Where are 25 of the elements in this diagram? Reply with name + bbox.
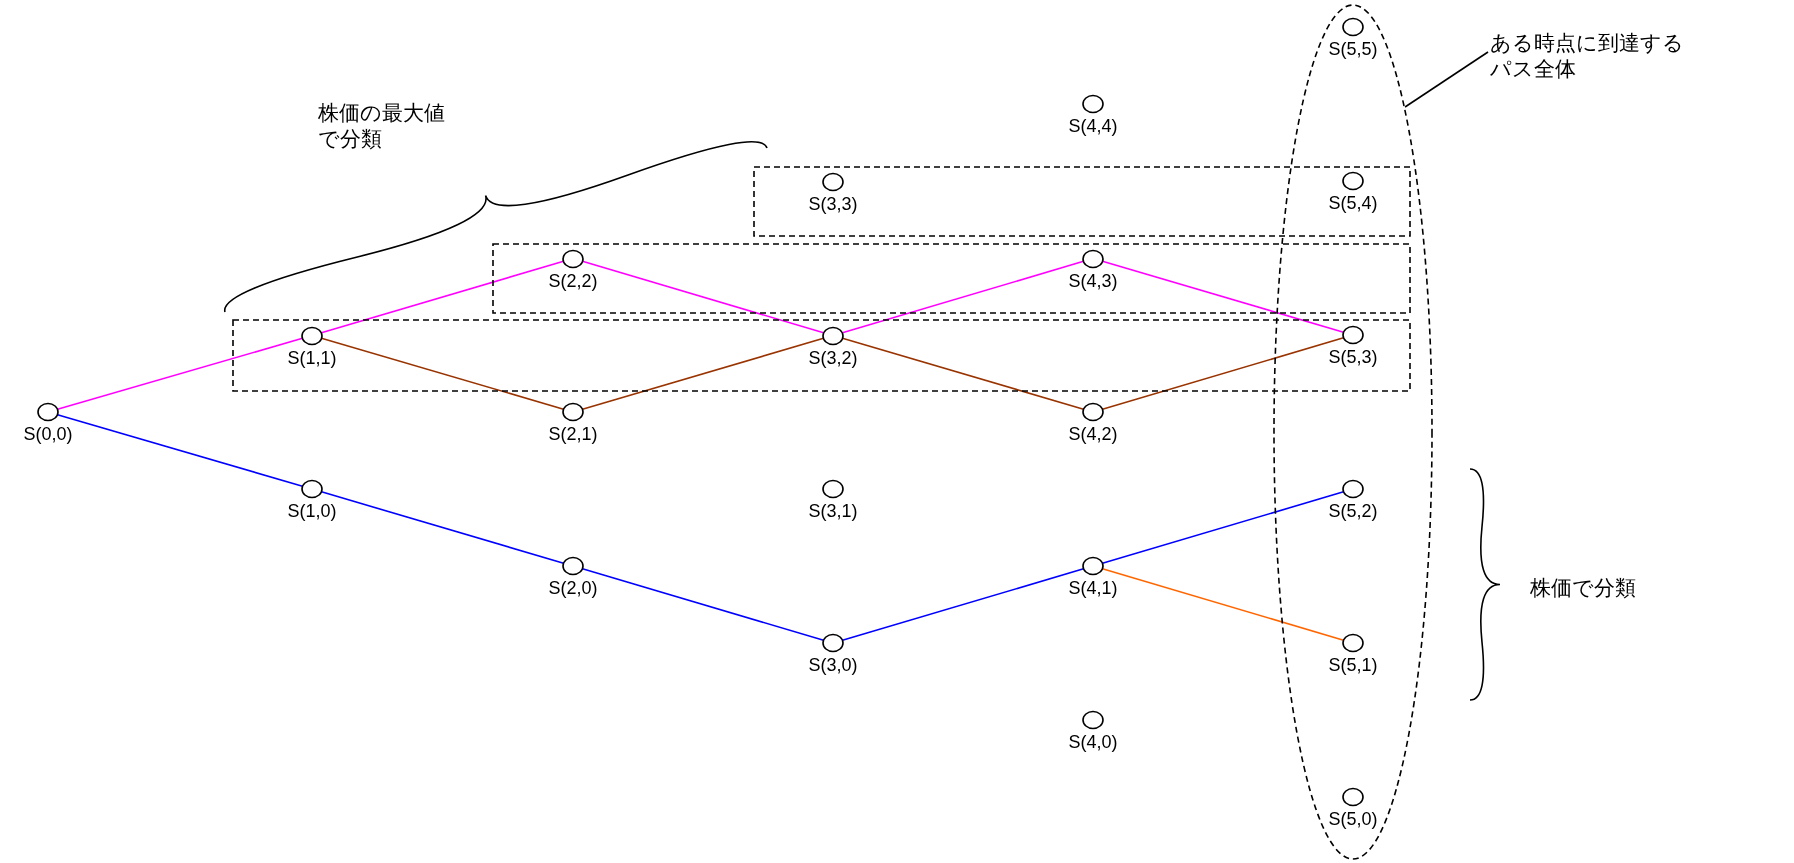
node-label: S(5,3) [1327,347,1379,368]
annotation-text: 株価で分類 [1530,575,1637,602]
node-label: S(1,0) [286,501,338,522]
node-label: S(4,0) [1067,732,1119,753]
annotation-text: ある時点に到達するパス全体 [1490,30,1685,83]
node-label: S(3,1) [807,501,859,522]
node-label: S(5,5) [1327,39,1379,60]
node-label: S(3,3) [807,193,859,215]
node-label: S(2,1) [547,424,599,445]
node-label: S(3,0) [807,655,859,676]
node-label: S(1,1) [286,347,338,369]
annotation-text: 株価の最大値で分類 [318,100,446,153]
leader-line [1404,51,1489,108]
node-label: S(5,2) [1327,501,1379,522]
node-label: S(2,2) [547,270,599,292]
node-label: S(5,4) [1327,193,1379,214]
node-label: S(4,2) [1067,424,1119,445]
node-label: S(3,2) [807,347,859,369]
node-label: S(5,0) [1327,809,1379,830]
node-label: S(5,1) [1327,655,1379,676]
node-label: S(4,4) [1067,116,1119,137]
node-label: S(4,1) [1067,578,1119,599]
node-label: S(0,0) [22,424,74,445]
node-label: S(4,3) [1067,270,1119,292]
node-label: S(2,0) [547,578,599,599]
